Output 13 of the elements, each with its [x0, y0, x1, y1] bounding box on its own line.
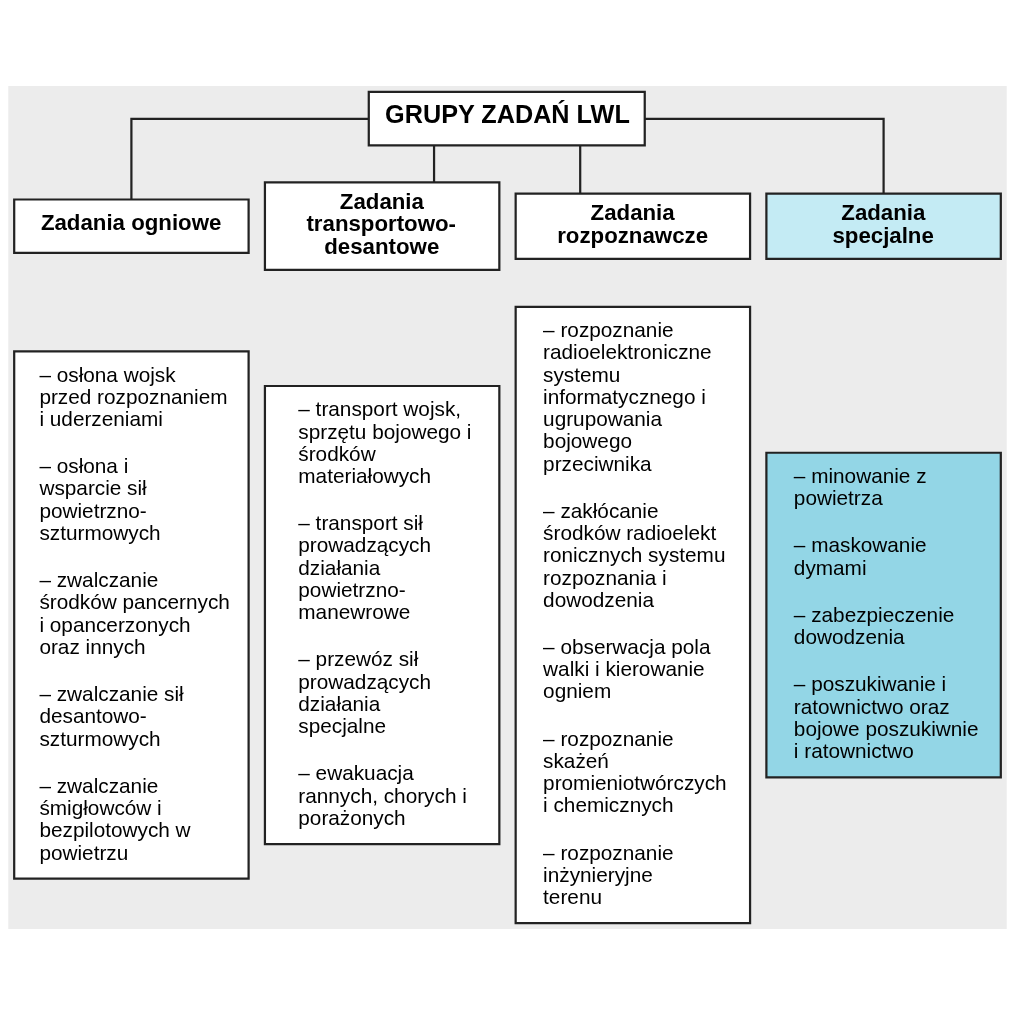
connector — [432, 145, 436, 182]
connector — [130, 117, 369, 199]
node-box: – transport wojsk, sprzętu bojowego i środków materiałowych – transport sił prowadzących działania powietrzno-manewrowe – przewóz sił prowadzących działania specjalne – ewakuacja rannych, chorych i porażonych — [263, 384, 501, 845]
connector — [579, 145, 582, 193]
node-box: Zadania ogniowe — [13, 197, 250, 254]
node-box: Zadania rozpoznawcze — [514, 191, 752, 260]
connector — [644, 117, 885, 193]
node-box: GRUPY ZADAŃ LWL — [367, 90, 646, 146]
node-box: Zadania transportowo-desantowe — [263, 180, 501, 271]
node-box: – rozpoznanie radioelektroniczne systemu informatycznego i ugrupowania bojowego przeciwnika – zakłócanie środków radioelektronicznych systemu rozpoznania i dowodzenia – obserwacja pola walki i kierowanie ogniem – rozpoznanie skażeń promieniotwórczych i chemicznych – rozpoznanie inżynieryjne terenu — [514, 305, 752, 924]
node-box: Zadania specjalne — [765, 191, 1002, 260]
node-box: – minowanie z powietrza – maskowanie dymami – zabezpieczenie dowodzenia – poszukiwanie i ratownictwo oraz bojowe poszukiwnie i ratownictwo — [765, 451, 1002, 778]
node-box: – osłona wojsk przed rozpoznaniem i uderzeniami – osłona i wsparcie sił powietrzno-szturmowych – zwalczanie środków pancernych i opancerzonych oraz innych – zwalczanie sił desantowo-szturmowych – zwalczanie śmigłowców i bezpilotowych w powietrzu — [13, 349, 250, 880]
